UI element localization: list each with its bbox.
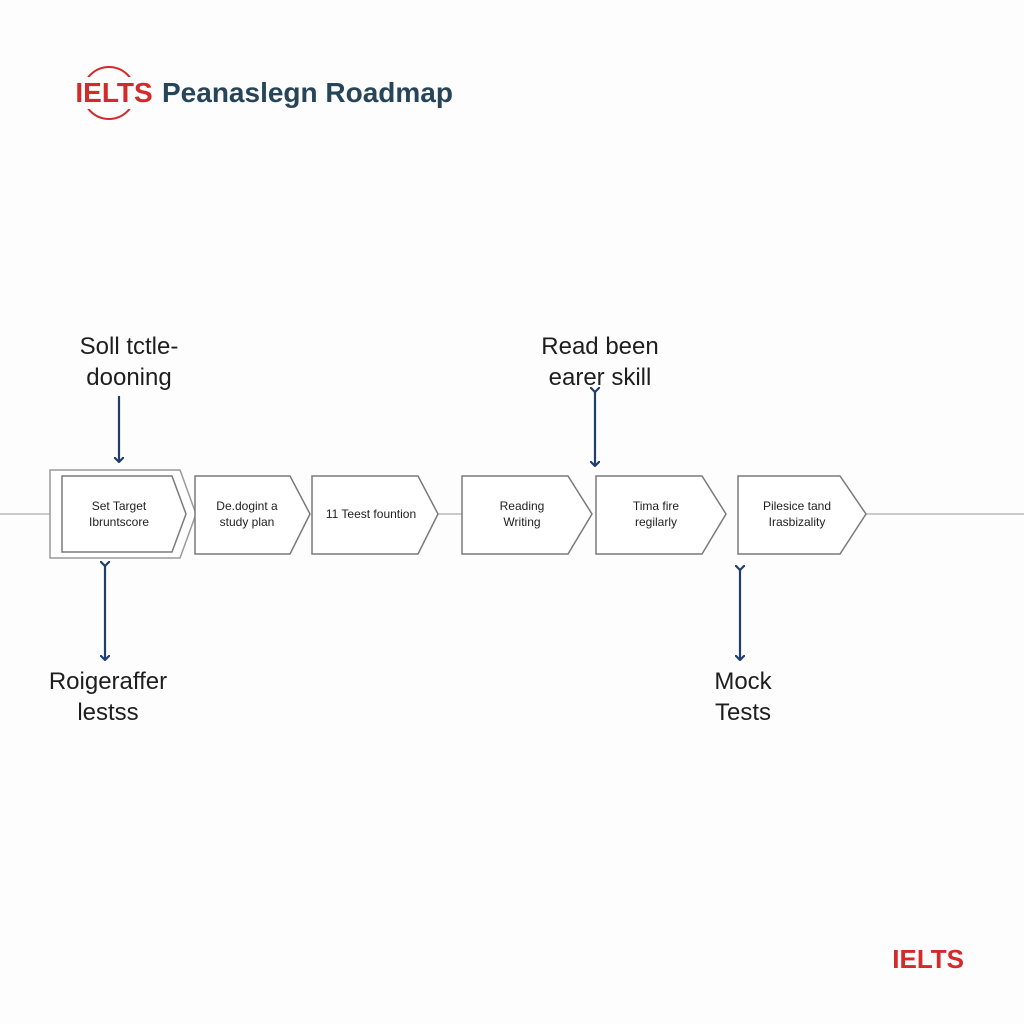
callout-bottom-left-line2: lestss — [77, 699, 139, 726]
step-label-test-foundation: 11 Teest fountion — [325, 507, 417, 521]
callout-top-left: Soll tctle- dooning — [49, 331, 209, 393]
step-box-test-foundation — [311, 475, 439, 555]
footer-brand: IELTS — [892, 944, 964, 974]
callout-bottom-right-line1: Mock — [714, 668, 772, 695]
step-label-study-plan: De.dogint a study plan — [216, 499, 278, 529]
step-box-practice — [737, 475, 867, 555]
logo-text: IELTS — [74, 77, 154, 109]
callout-bottom-left-line1: Roigeraffer — [48, 668, 168, 695]
callout-top-right-line1: Read been — [541, 333, 659, 360]
page-title: Peanaslegn Roadmap — [162, 77, 453, 108]
callout-bottom-left: Roigeraffer lestss — [28, 666, 188, 728]
callout-top-right-line2: earer skill — [548, 364, 652, 391]
step-box-reading-writing — [461, 475, 593, 555]
step-label-set-target: Set Target Ibruntscore — [88, 499, 150, 529]
step-box-set-target — [49, 469, 197, 559]
callout-top-left-line1: Soll tctle- — [79, 333, 179, 360]
step-label-reading-writing: Reading Writing — [499, 499, 545, 529]
callout-bottom-right-line2: Tests — [714, 699, 771, 726]
step-label-practice: Pilesice tand Irasbizality — [762, 499, 832, 529]
step-label-time-regularly: Tima fire regilarly — [632, 499, 680, 529]
step-box-time-regularly — [595, 475, 727, 555]
header: IELTS Peanaslegn Roadmap — [74, 66, 453, 120]
callout-top-left-line2: dooning — [86, 364, 172, 391]
callout-bottom-right: Mock Tests — [678, 666, 808, 728]
ielts-logo: IELTS — [74, 66, 154, 120]
step-box-study-plan — [194, 475, 311, 555]
callout-top-right: Read been earer skill — [520, 331, 680, 393]
